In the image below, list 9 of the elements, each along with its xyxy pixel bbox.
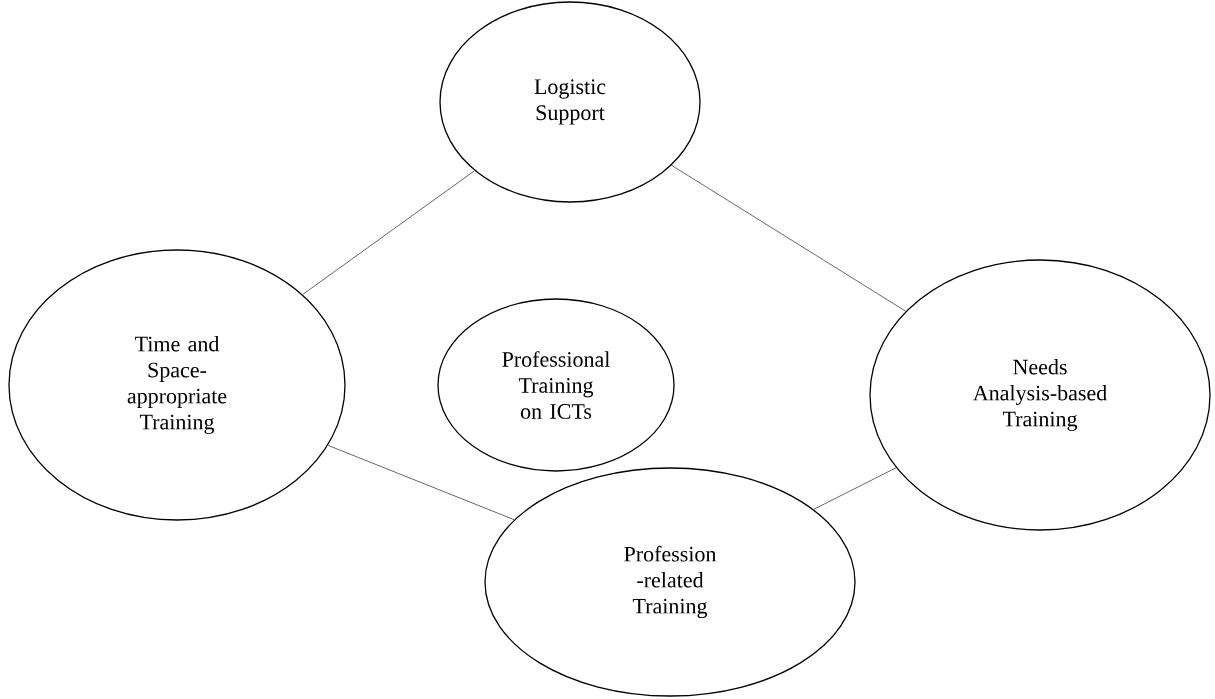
connector-line	[327, 445, 515, 520]
ellipse-node: Needs Analysis-based Training	[869, 259, 1211, 531]
connector-line	[671, 165, 907, 312]
ellipse-node: Logistic Support	[439, 1, 701, 203]
connector-line	[813, 467, 897, 510]
ellipse-node: Professional Training on ICTs	[437, 298, 675, 472]
ellipse-node: Time and Space-appropriate Training	[8, 249, 346, 521]
ellipse-node: Profession -related Training	[484, 467, 856, 697]
connector-line	[302, 170, 475, 295]
